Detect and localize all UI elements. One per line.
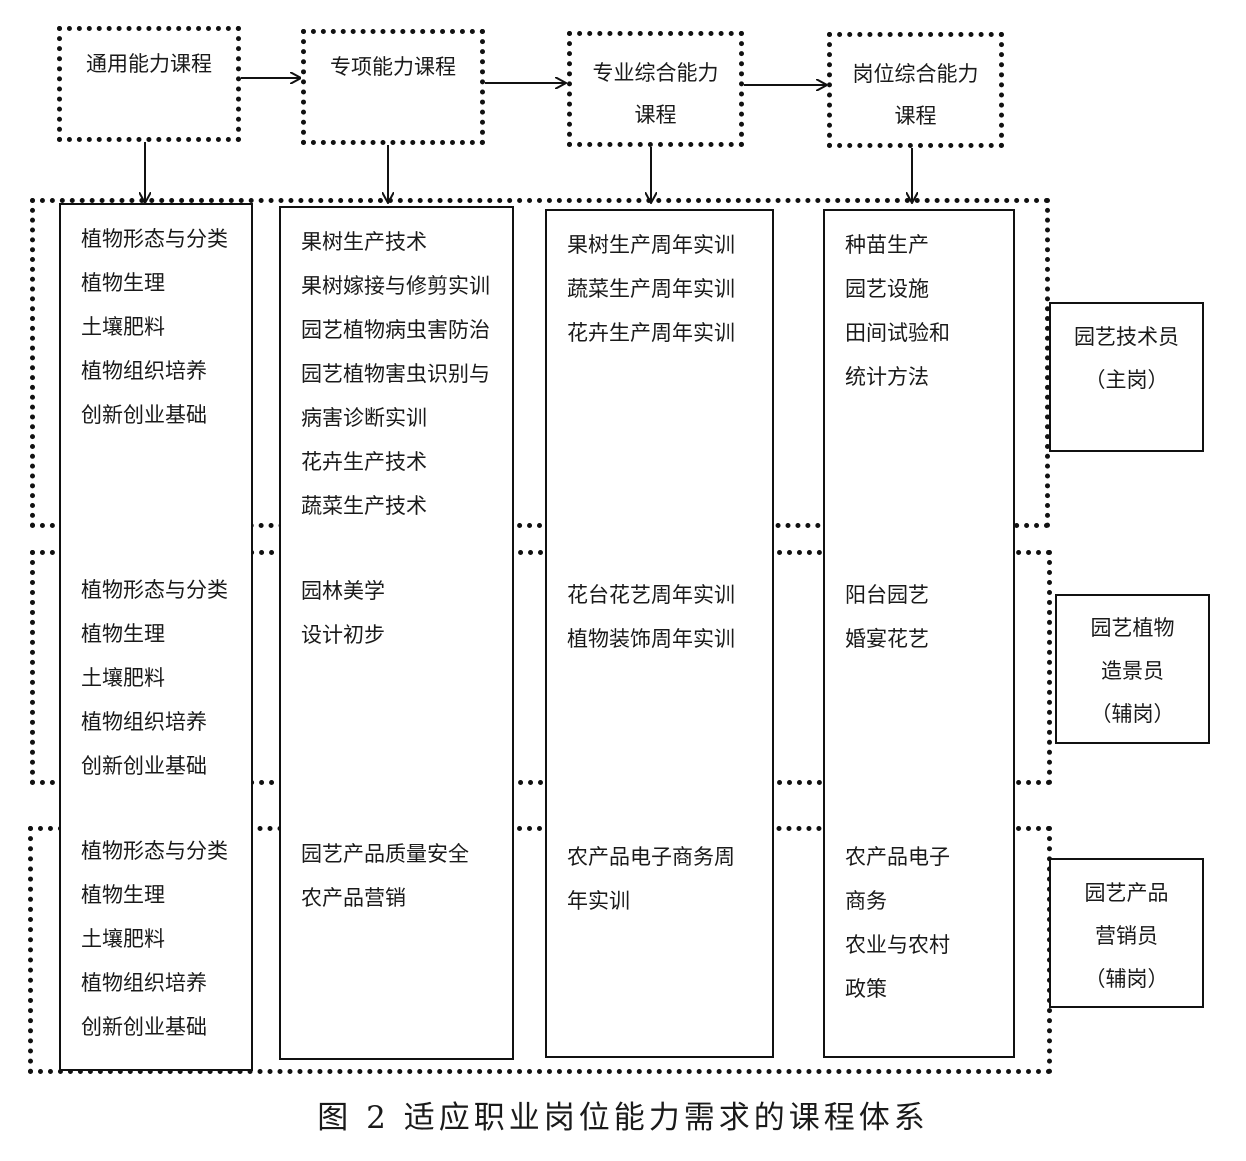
course-list: 植物形态与分类 植物生理 土壤肥料 植物组织培养 创新创业基础 xyxy=(81,839,228,1039)
top-box-position: 岗位综合能力 课程 xyxy=(827,32,1004,148)
course-list: 园艺产品质量安全 农产品营销 xyxy=(301,842,469,910)
top-box-label: 通用能力课程 xyxy=(86,52,212,76)
figure-caption: 图 2 适应职业岗位能力需求的课程体系 xyxy=(317,1100,929,1136)
column-professional: 果树生产周年实训 蔬菜生产周年实训 花卉生产周年实训 花台花艺周年实训 植物装饰… xyxy=(545,209,774,1058)
course-list: 农产品电子 商务 农业与农村 政策 xyxy=(845,845,950,1001)
top-box-label: 专业综合能力 课程 xyxy=(592,61,719,127)
course-list: 种苗生产 园艺设施 田间试验和 统计方法 xyxy=(845,233,950,389)
role-box-technician: 园艺技术员 （主岗） xyxy=(1049,302,1204,452)
top-box-label: 专项能力课程 xyxy=(330,55,456,79)
role-box-marketer: 园艺产品 营销员 （辅岗） xyxy=(1049,858,1204,1008)
top-box-professional: 专业综合能力 课程 xyxy=(567,31,744,147)
band-main xyxy=(30,198,1050,528)
column-position: 种苗生产 园艺设施 田间试验和 统计方法 阳台园艺 婚宴花艺 农产品电子 商务 … xyxy=(823,209,1015,1058)
top-box-general: 通用能力课程 xyxy=(57,26,241,142)
band-landscape xyxy=(30,550,1052,785)
course-list: 果树生产周年实训 蔬菜生产周年实训 花卉生产周年实训 xyxy=(567,233,735,345)
column-special: 果树生产技术 果树嫁接与修剪实训 园艺植物病虫害防治 园艺植物害虫识别与 病害诊… xyxy=(279,206,514,1060)
course-list: 果树生产技术 果树嫁接与修剪实训 园艺植物病虫害防治 园艺植物害虫识别与 病害诊… xyxy=(301,230,490,518)
role-box-landscaper: 园艺植物 造景员 （辅岗） xyxy=(1055,594,1210,744)
course-list: 花台花艺周年实训 植物装饰周年实训 xyxy=(567,583,735,651)
course-list: 园林美学 设计初步 xyxy=(301,579,385,647)
column-general: 植物形态与分类 植物生理 土壤肥料 植物组织培养 创新创业基础 植物形态与分类 … xyxy=(59,203,253,1071)
top-box-label: 岗位综合能力 课程 xyxy=(852,62,979,128)
course-list: 植物形态与分类 植物生理 土壤肥料 植物组织培养 创新创业基础 xyxy=(81,578,228,778)
course-list: 植物形态与分类 植物生理 土壤肥料 植物组织培养 创新创业基础 xyxy=(81,227,228,427)
course-list: 农产品电子商务周 年实训 xyxy=(567,845,735,913)
top-box-special: 专项能力课程 xyxy=(301,29,485,145)
course-list: 阳台园艺 婚宴花艺 xyxy=(845,583,929,651)
